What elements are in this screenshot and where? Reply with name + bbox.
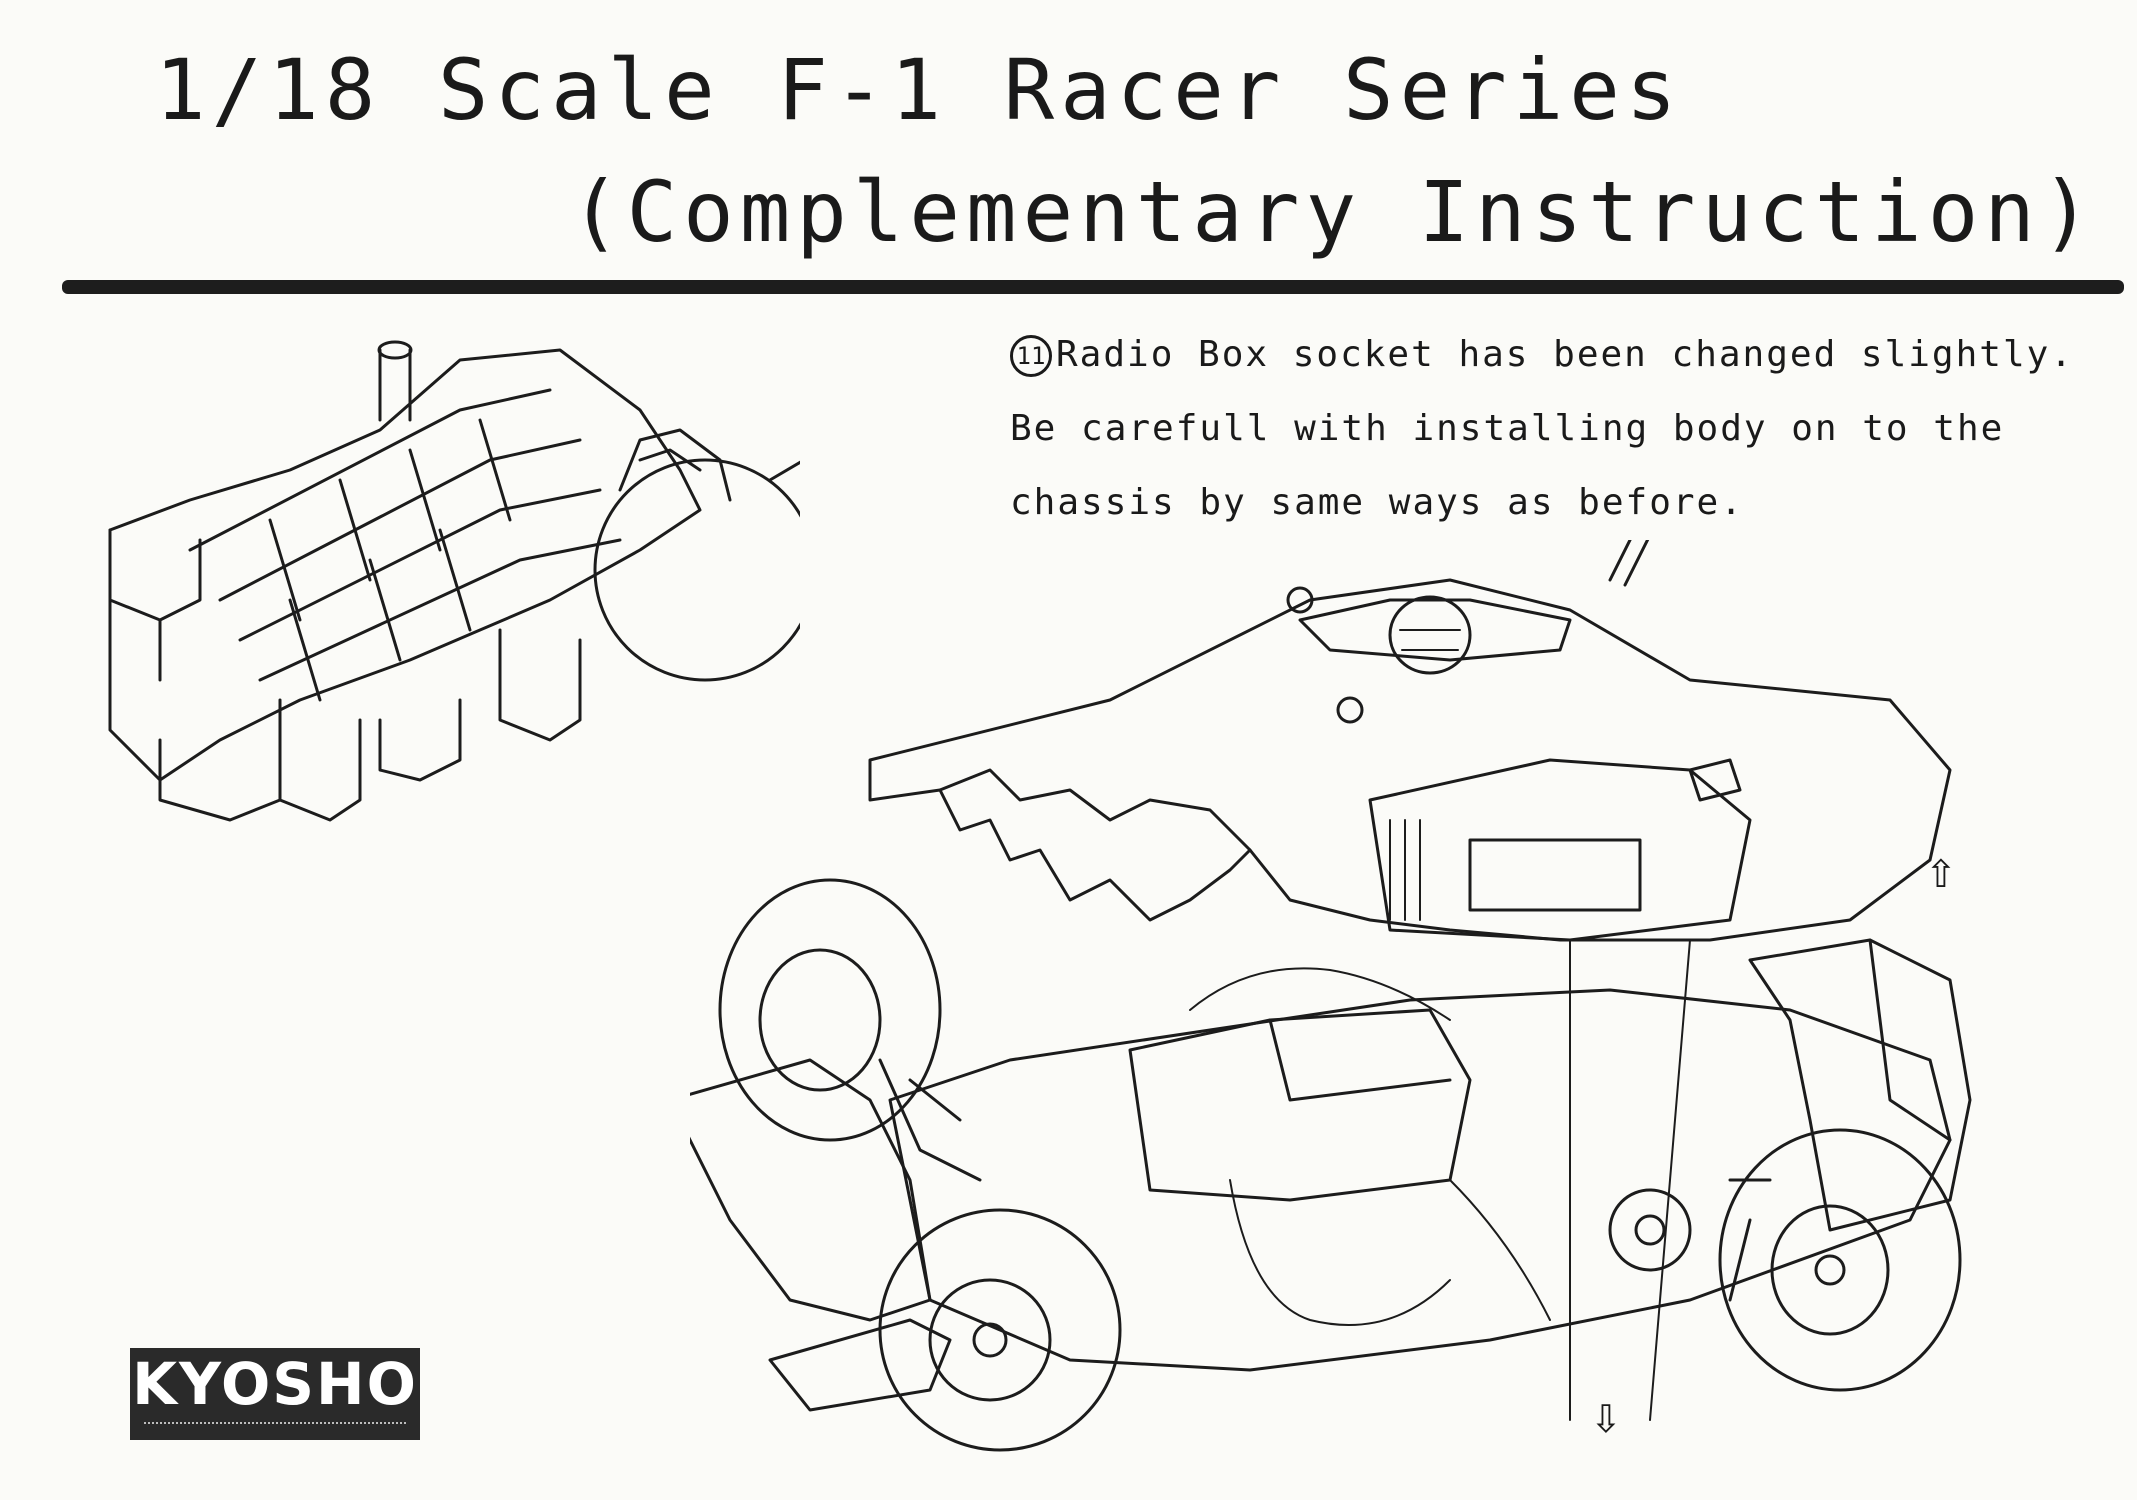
note-text-1: Radio Box socket has been changed slight…: [1056, 334, 2074, 375]
step-number-badge: 11: [1010, 335, 1052, 377]
header-divider: [62, 280, 2124, 294]
note-line-2: Be carefull with installing body on to t…: [1010, 408, 2005, 449]
f1-car-drawing: [690, 540, 1972, 1452]
chassis-drawing: [108, 340, 800, 822]
note-line-3: chassis by same ways as before.: [1010, 482, 1744, 523]
logo-strip: [144, 1422, 406, 1430]
up-arrow-icon: ⇧: [1925, 852, 1957, 896]
page-title-line1: 1/18 Scale F-1 Racer Series: [155, 41, 1683, 139]
kyosho-logo: KYOSHO: [130, 1348, 420, 1440]
down-arrow-icon: ⇩: [1590, 1397, 1622, 1441]
page-title-line2: (Complementary Instruction): [570, 163, 2098, 261]
logo-brand-text: KYOSHO: [132, 1350, 418, 1418]
